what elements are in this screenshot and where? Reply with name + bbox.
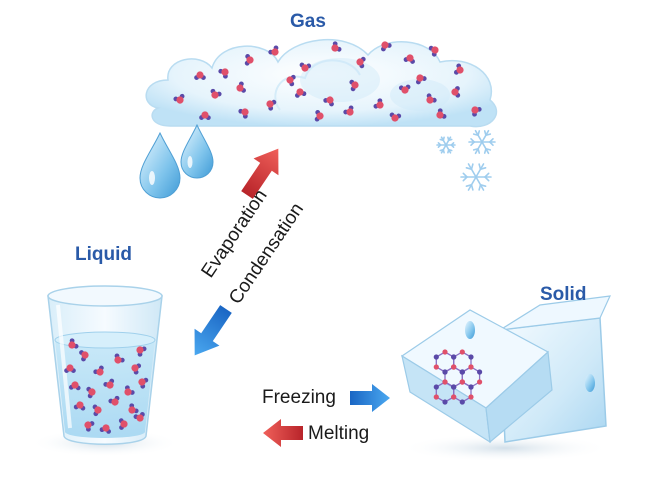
freezing-label: Freezing (262, 387, 336, 409)
melting-arrow (263, 419, 303, 447)
melting-label: Melting (308, 423, 369, 445)
solid-label: Solid (540, 284, 586, 306)
gas-label: Gas (290, 11, 326, 33)
rain-drops (140, 125, 213, 198)
freezing-arrow (350, 384, 390, 412)
liquid-glass (30, 286, 180, 457)
ice-cubes (400, 296, 610, 462)
gas-cloud (146, 39, 496, 127)
liquid-label: Liquid (75, 244, 132, 266)
snowflakes (437, 131, 495, 190)
